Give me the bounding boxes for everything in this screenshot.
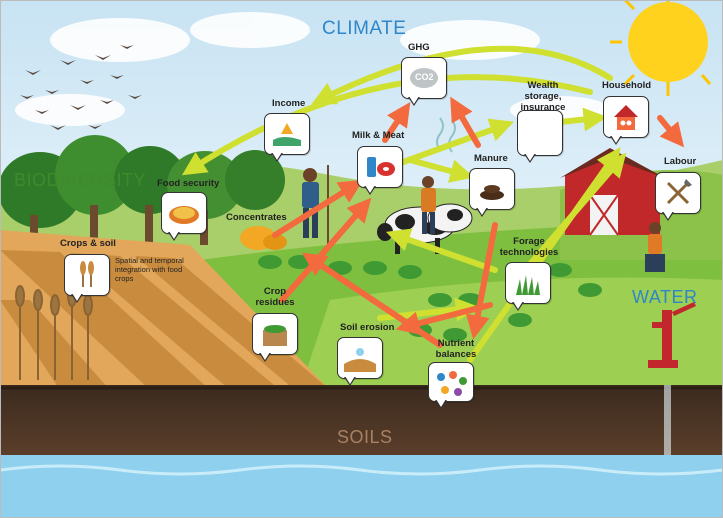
- arrow-manure-to-ghg: [450, 96, 481, 148]
- grass-field-front: [300, 277, 723, 390]
- arrow-household-to-labour: [657, 115, 685, 148]
- kneeling-farmer: [645, 222, 665, 272]
- food-security-bubble: [161, 192, 207, 241]
- income-bubble: [264, 113, 310, 162]
- node-label-soil-erosion: Soil erosion: [340, 322, 395, 333]
- node-label-manure: Manure: [474, 153, 508, 164]
- arrow-manure-to-nutrient: [465, 222, 498, 340]
- arrow-milk-to-manure: [407, 157, 475, 183]
- node-label-forage: Forage technologies: [499, 236, 559, 258]
- nutrient-bubble: [428, 362, 474, 409]
- wealth-bubble: [517, 110, 563, 163]
- erosion-icon: [344, 348, 376, 372]
- arrow-concentrates-to-milk: [272, 179, 364, 238]
- residue-crate-icon: [263, 325, 287, 346]
- water-layer: [0, 455, 723, 518]
- arrow-household-to-food-security: [181, 74, 593, 176]
- wheat-icon: [80, 261, 94, 287]
- arrow-nutrient-to-household: [467, 147, 621, 363]
- tools-icon: [666, 179, 692, 205]
- nutrient-molecules-icon: [437, 371, 467, 396]
- food-pan-icon: [169, 206, 199, 224]
- arrow-wealth-to-household: [557, 107, 608, 132]
- hand-money-icon: [273, 123, 301, 146]
- crop-residues-bubble: [252, 313, 298, 362]
- soil-layer: [0, 385, 723, 457]
- node-label-milk-meat: Milk & Meat: [352, 130, 405, 141]
- node-label-nutrient: Nutrient balances: [435, 338, 477, 360]
- crops-soil-note: Spatial and temporal integration with fo…: [115, 256, 184, 283]
- crops-soil-bubble: [64, 254, 110, 303]
- birds: [20, 45, 142, 130]
- milk-meat-icon: [367, 157, 395, 177]
- manure-icon: [480, 185, 504, 200]
- node-label-concentrates: Concentrates: [226, 212, 287, 223]
- manure-bubble: [469, 168, 515, 217]
- node-label-income: Income: [272, 98, 306, 109]
- theme-climate: CLIMATE: [322, 18, 407, 39]
- arrow-forage-to-household: [522, 152, 627, 273]
- farmer-with-cows: [421, 176, 436, 234]
- node-label-crops-soil: Crops & soil: [60, 238, 116, 249]
- arrow-forage-to-soil-erosion: [395, 302, 493, 336]
- theme-biodiversity: BIODIVERSITY: [14, 170, 147, 190]
- soil-erosion-bubble: [337, 337, 383, 386]
- household-bubble: [603, 96, 649, 145]
- arrow-milk-to-ghg: [382, 102, 411, 143]
- house-family-icon: [614, 105, 638, 130]
- concentrates-sacks: [240, 226, 287, 250]
- node-label-wealth: Wealth storage, insurance: [520, 80, 566, 113]
- co2-icon-text: CO2: [415, 72, 434, 82]
- labour-bubble: [655, 172, 701, 221]
- milk-meat-bubble: [357, 146, 403, 195]
- node-label-food-security: Food security: [157, 178, 220, 189]
- node-label-labour: Labour: [664, 156, 697, 167]
- ghg-bubble: CO2: [401, 57, 447, 106]
- arrow-household-to-income: [311, 45, 613, 105]
- cloud-icon: [410, 68, 438, 88]
- arrow-forage-to-milk: [385, 228, 498, 273]
- theme-water: WATER: [632, 287, 698, 307]
- node-label-household: Household: [602, 80, 652, 91]
- arrow-residues-to-milk: [279, 197, 372, 303]
- theme-soils: SOILS: [337, 427, 393, 447]
- negative-flow-arrows: [272, 96, 685, 348]
- sun: [610, 0, 712, 96]
- clouds: [15, 12, 610, 126]
- water-pump: [648, 302, 696, 368]
- node-label-ghg: GHG: [408, 42, 430, 53]
- cows: [377, 203, 473, 254]
- grass-icon: [516, 275, 540, 295]
- forage-bubble: [505, 262, 551, 311]
- node-label-crop-residues: Crop residues: [255, 286, 295, 308]
